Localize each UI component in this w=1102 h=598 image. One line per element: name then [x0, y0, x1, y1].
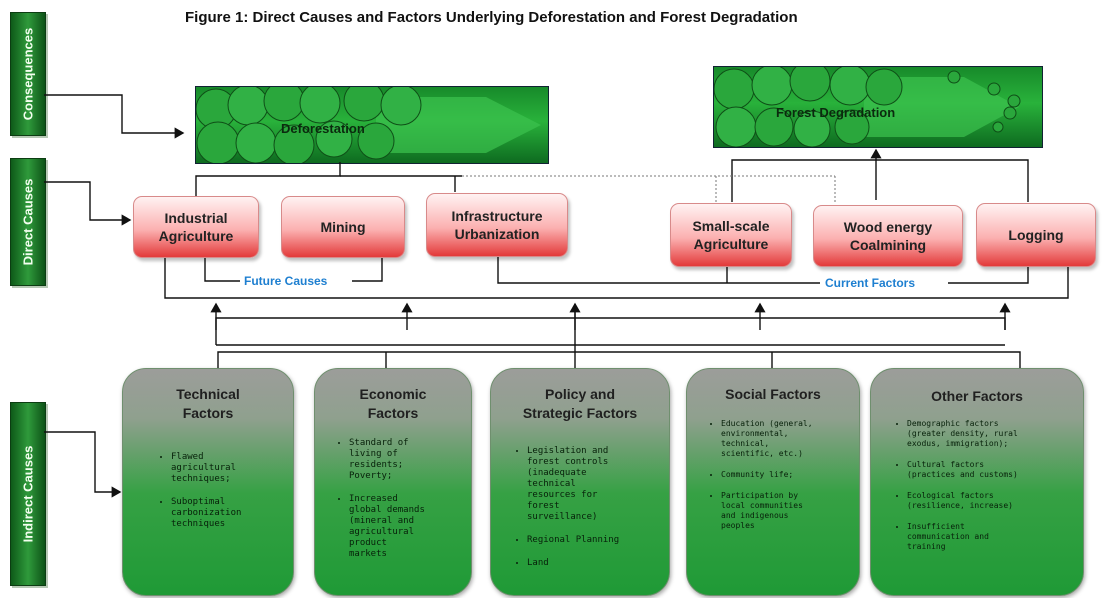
degraded-forest-graphic [714, 67, 1021, 147]
forest-degradation-label: Forest Degradation [776, 105, 896, 120]
indirect-policy-strategic-factors: Policy and Strategic Factors Legislation… [490, 368, 670, 596]
indirect-economic-factors: Economic Factors Standard of living of r… [314, 368, 472, 596]
indirect-social-title: Social Factors [725, 386, 821, 402]
side-label-direct-causes: Direct Causes [10, 158, 46, 286]
indirect-policy-title: Policy and Strategic Factors [522, 386, 638, 421]
list-item: Regional Planning [527, 535, 682, 546]
list-item: Legislation and forest controls (inadequ… [527, 446, 682, 523]
list-item: Community life; [721, 470, 871, 480]
indirect-technical-list: Flawed agricultural techniques; Suboptim… [153, 441, 301, 542]
list-item: Education (general, environmental, techn… [721, 419, 871, 459]
forest-trees-graphic [196, 87, 541, 163]
direct-cause-small-scale-agriculture: Small-scale Agriculture [670, 203, 792, 267]
indirect-other-factors: Other Factors Demographic factors (great… [870, 368, 1084, 596]
list-item: Land [527, 558, 682, 569]
direct-cause-wood-energy-coalmining: Wood energy Coalmining [813, 205, 963, 267]
indirect-policy-list: Legislation and forest controls (inadequ… [509, 435, 682, 581]
deforestation-band: Deforestation [195, 86, 549, 164]
side-label-consequences: Consequences [10, 12, 46, 136]
list-item: Cultural factors (practices and customs) [907, 460, 1097, 480]
indirect-social-list: Education (general, environmental, techn… [703, 409, 871, 542]
list-item: Participation by local communities and i… [721, 491, 871, 531]
future-causes-label: Future Causes [241, 274, 331, 288]
direct-cause-mining: Mining [281, 196, 405, 258]
indirect-technical-factors: Technical Factors Flawed agricultural te… [122, 368, 294, 596]
forest-degradation-band: Forest Degradation [713, 66, 1043, 148]
figure-title: Figure 1: Direct Causes and Factors Unde… [185, 9, 798, 26]
list-item: Suboptimal carbonization techniques [171, 497, 301, 530]
indirect-economic-title: Economic Factors [359, 386, 427, 421]
direct-cause-industrial-agriculture: Industrial Agriculture [133, 196, 259, 258]
indirect-social-factors: Social Factors Education (general, envir… [686, 368, 860, 596]
current-factors-label: Current Factors [822, 276, 919, 290]
deforestation-label: Deforestation [281, 121, 365, 136]
list-item: Insufficient communication and training [907, 522, 1097, 552]
direct-cause-logging: Logging [976, 203, 1096, 267]
list-item: Ecological factors (resilience, increase… [907, 491, 1097, 511]
side-label-indirect-causes: Indirect Causes [10, 402, 46, 586]
indirect-technical-title: Technical Factors [176, 386, 240, 421]
indirect-other-list: Demographic factors (greater density, ru… [889, 409, 1097, 563]
indirect-economic-list: Standard of living of residents; Poverty… [331, 427, 481, 572]
indirect-other-title: Other Factors [931, 388, 1023, 404]
direct-cause-infrastructure-urbanization: Infrastructure Urbanization [426, 193, 568, 257]
list-item: Standard of living of residents; Poverty… [349, 438, 481, 482]
list-item: Flawed agricultural techniques; [171, 452, 301, 485]
list-item: Demographic factors (greater density, ru… [907, 419, 1097, 449]
list-item: Increased global demands (mineral and ag… [349, 494, 481, 560]
